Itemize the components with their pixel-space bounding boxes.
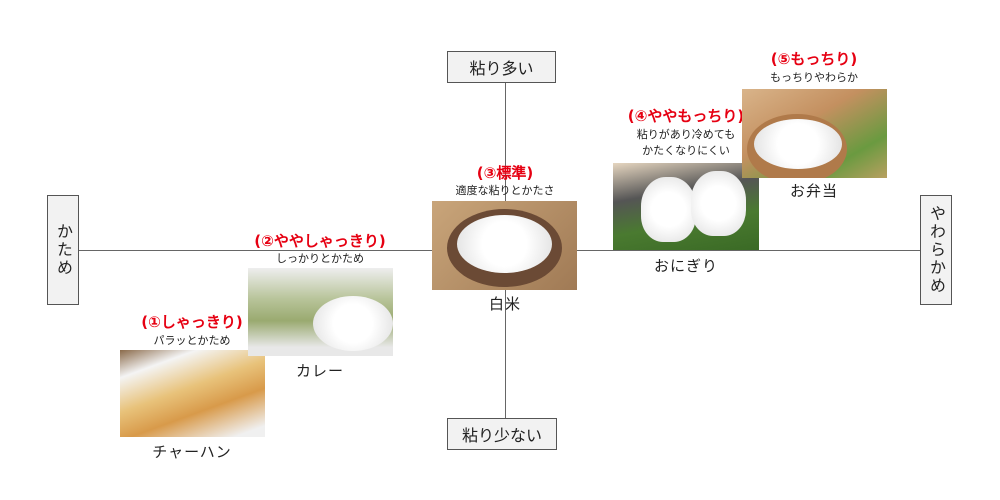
curry-photo xyxy=(248,268,393,356)
item-2-dish: カレー xyxy=(295,362,345,380)
item-2-description: しっかりとかため xyxy=(276,252,364,265)
bento-photo xyxy=(742,89,887,178)
fried-rice-photo xyxy=(120,350,265,437)
item-1-description: パラッとかため xyxy=(153,334,231,347)
item-3-label: (③標準) xyxy=(476,164,534,182)
item-5-description: もっちりやわらか xyxy=(770,71,858,84)
item-3-dish: 白米 xyxy=(488,295,522,313)
item-5-label: (⑤もっちり) xyxy=(770,50,858,68)
white-rice-photo xyxy=(432,201,577,290)
item-4-description-line1: 粘りがあり冷めても xyxy=(636,128,736,141)
item-4-description: 粘りがあり冷めてもかたくなりにくい xyxy=(637,127,735,159)
item-2-label: (②ややしゃっきり) xyxy=(254,232,386,250)
item-1-dish: チャーハン xyxy=(152,443,232,461)
axis-label-left: かため xyxy=(47,195,79,305)
item-4-description-line2: かたくなりにくい xyxy=(642,144,730,157)
item-3-description: 適度な粘りとかたさ xyxy=(455,184,555,197)
item-5-dish: お弁当 xyxy=(789,182,839,200)
onigiri-photo xyxy=(613,163,759,250)
item-4-label: (④ややもっちり) xyxy=(627,107,745,125)
item-4-dish: おにぎり xyxy=(653,257,719,275)
item-1-label: (①しゃっきり) xyxy=(141,313,243,331)
axis-label-top: 粘り多い xyxy=(447,51,556,83)
axis-label-right: やわらかめ xyxy=(920,195,952,305)
axis-label-bottom: 粘り少ない xyxy=(447,418,557,450)
